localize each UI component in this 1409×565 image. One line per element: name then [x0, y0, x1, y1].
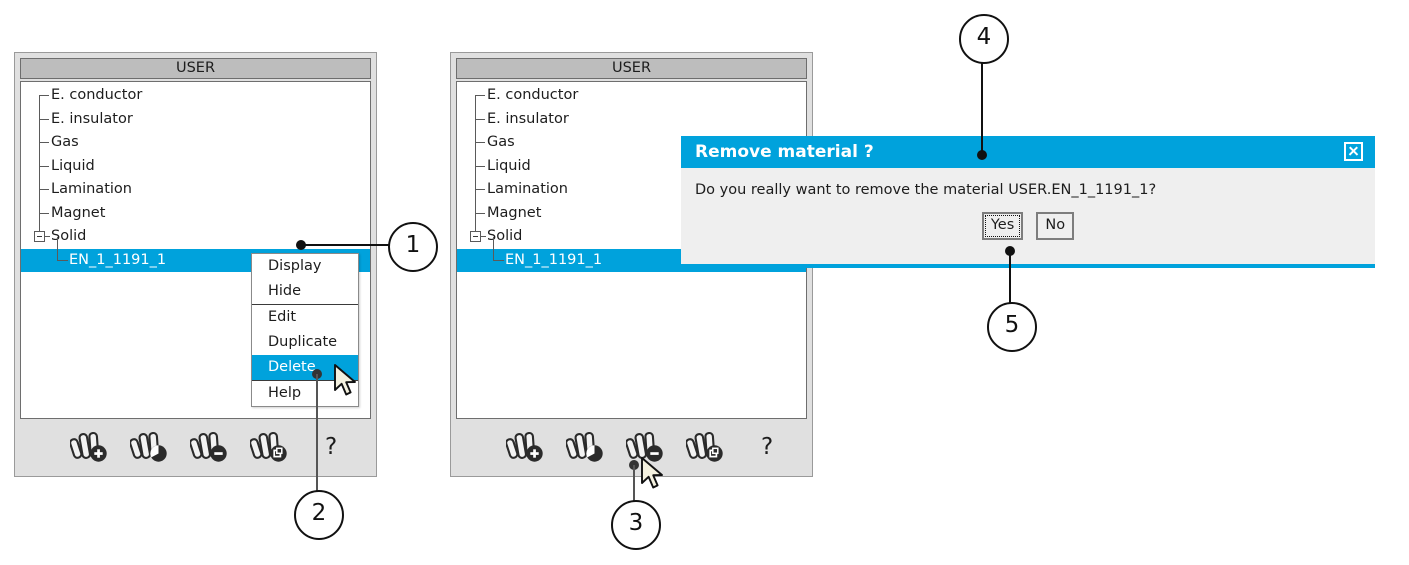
callout-3: 3	[611, 500, 661, 550]
callout-5: 5	[987, 302, 1037, 352]
tree-item-solid[interactable]: Solid	[457, 225, 806, 249]
no-button[interactable]: No	[1036, 212, 1075, 240]
panel-title-left: USER	[20, 58, 371, 79]
tree-item-label: Gas	[51, 134, 79, 150]
tree-item-magnet[interactable]: Magnet	[457, 201, 806, 225]
menu-item-duplicate[interactable]: Duplicate	[268, 334, 338, 350]
tree-line	[475, 118, 485, 120]
tree-line	[39, 212, 49, 214]
tree-line	[493, 236, 494, 260]
tree-item-label: E. conductor	[51, 87, 143, 103]
tree-item-label: Magnet	[487, 204, 542, 221]
callout-leader-line	[1009, 251, 1011, 305]
tree-item-label: EN_1_1191_1	[505, 251, 603, 268]
dialog-title-text: Remove material ?	[695, 142, 874, 162]
context-menu[interactable]: Display Hide Edit Duplicate Delete Help	[251, 253, 359, 407]
tree-line	[45, 236, 50, 237]
tree-item-e-insulator[interactable]: E. insulator	[21, 107, 370, 131]
material-toolbar-left: ?	[20, 421, 371, 471]
menu-item-display[interactable]: Display	[268, 258, 322, 274]
dialog-title-bar: Remove material ?	[681, 136, 1375, 168]
tree-line	[493, 259, 504, 261]
mouse-cursor-icon	[640, 456, 670, 498]
tree-line	[57, 236, 58, 260]
tree-line	[39, 118, 49, 120]
menu-item-help[interactable]: Help	[268, 385, 302, 401]
tree-line	[475, 95, 485, 96]
tree-item-e-insulator[interactable]: E. insulator	[457, 107, 806, 131]
tree-item-gas[interactable]: Gas	[21, 131, 370, 155]
tree-line	[475, 165, 485, 167]
edit-material-button[interactable]	[565, 429, 606, 465]
tree-line	[39, 189, 49, 190]
callout-leader-line	[301, 244, 389, 246]
panel-title-right: USER	[456, 58, 807, 79]
dialog-button-row: Yes No	[681, 212, 1375, 250]
tree-item-lamination[interactable]: Lamination	[21, 178, 370, 202]
tree-item-label: Liquid	[487, 157, 531, 174]
tree-line	[475, 142, 485, 143]
tree-item-e-conductor[interactable]: E. conductor	[457, 84, 806, 108]
callout-1: 1	[388, 222, 438, 272]
yes-button[interactable]: Yes	[981, 212, 1024, 240]
close-icon[interactable]	[1344, 142, 1363, 161]
tree-item-e-conductor[interactable]: E. conductor	[21, 84, 370, 108]
tree-item-label: Liquid	[51, 157, 95, 174]
tree-line	[39, 142, 49, 143]
menu-item-hide[interactable]: Hide	[268, 283, 302, 299]
tree-line	[481, 236, 486, 237]
toolbar-icons-left: ?	[20, 429, 371, 465]
add-material-button[interactable]	[69, 429, 110, 465]
tree-item-label: E. insulator	[487, 110, 569, 127]
edit-material-button[interactable]	[129, 429, 170, 465]
menu-separator	[252, 380, 358, 381]
callout-anchor-dot	[977, 150, 987, 160]
tree-item-magnet[interactable]: Magnet	[21, 201, 370, 225]
tree-item-label: Magnet	[51, 204, 106, 221]
tree-line	[39, 95, 49, 96]
tree-expander-icon[interactable]	[470, 231, 481, 242]
tree-line	[475, 212, 485, 214]
tree-line	[475, 95, 476, 108]
add-material-button[interactable]	[505, 429, 546, 465]
menu-separator	[252, 304, 358, 305]
tree-item-label: Lamination	[51, 181, 132, 197]
tree-line	[57, 259, 68, 261]
tree-line	[39, 225, 40, 236]
tree-item-label: Solid	[51, 228, 87, 244]
dialog-message: Do you really want to remove the materia…	[695, 182, 1157, 198]
callout-leader-line	[633, 465, 635, 501]
tree-line	[39, 165, 49, 167]
tree-item-label: EN_1_1191_1	[69, 251, 167, 268]
tree-expander-icon[interactable]	[34, 231, 45, 242]
tree-item-solid[interactable]: Solid	[21, 225, 370, 249]
remove-material-dialog: Remove material ? Do you really want to …	[681, 136, 1375, 268]
tree-item-liquid[interactable]: Liquid	[457, 154, 806, 178]
menu-item-edit[interactable]: Edit	[268, 309, 297, 325]
help-button[interactable]: ?	[325, 434, 338, 460]
help-button[interactable]: ?	[761, 434, 774, 460]
tree-item-label: Lamination	[487, 181, 568, 197]
tree-line	[39, 95, 40, 108]
callout-2: 2	[294, 490, 344, 540]
toolbar-icons-right: ?	[456, 429, 807, 465]
tree-item-gas[interactable]: Gas	[457, 131, 806, 155]
delete-material-button[interactable]	[189, 429, 230, 465]
tree-item-label: Gas	[487, 134, 515, 150]
tree-item-liquid[interactable]: Liquid	[21, 154, 370, 178]
tree-item-label: E. insulator	[51, 110, 133, 127]
tree-line	[475, 225, 476, 236]
tree-line	[475, 189, 485, 190]
callout-leader-line	[316, 374, 318, 491]
callout-leader-line	[981, 58, 983, 153]
duplicate-material-button[interactable]	[249, 429, 290, 465]
tree-item-label: E. conductor	[487, 87, 579, 103]
delete-material-button[interactable]	[625, 429, 666, 465]
callout-4: 4	[959, 14, 1009, 64]
tree-item-label: Solid	[487, 228, 523, 244]
tree-item-lamination[interactable]: Lamination	[457, 178, 806, 202]
mouse-cursor-icon	[333, 363, 363, 405]
duplicate-material-button[interactable]	[685, 429, 726, 465]
